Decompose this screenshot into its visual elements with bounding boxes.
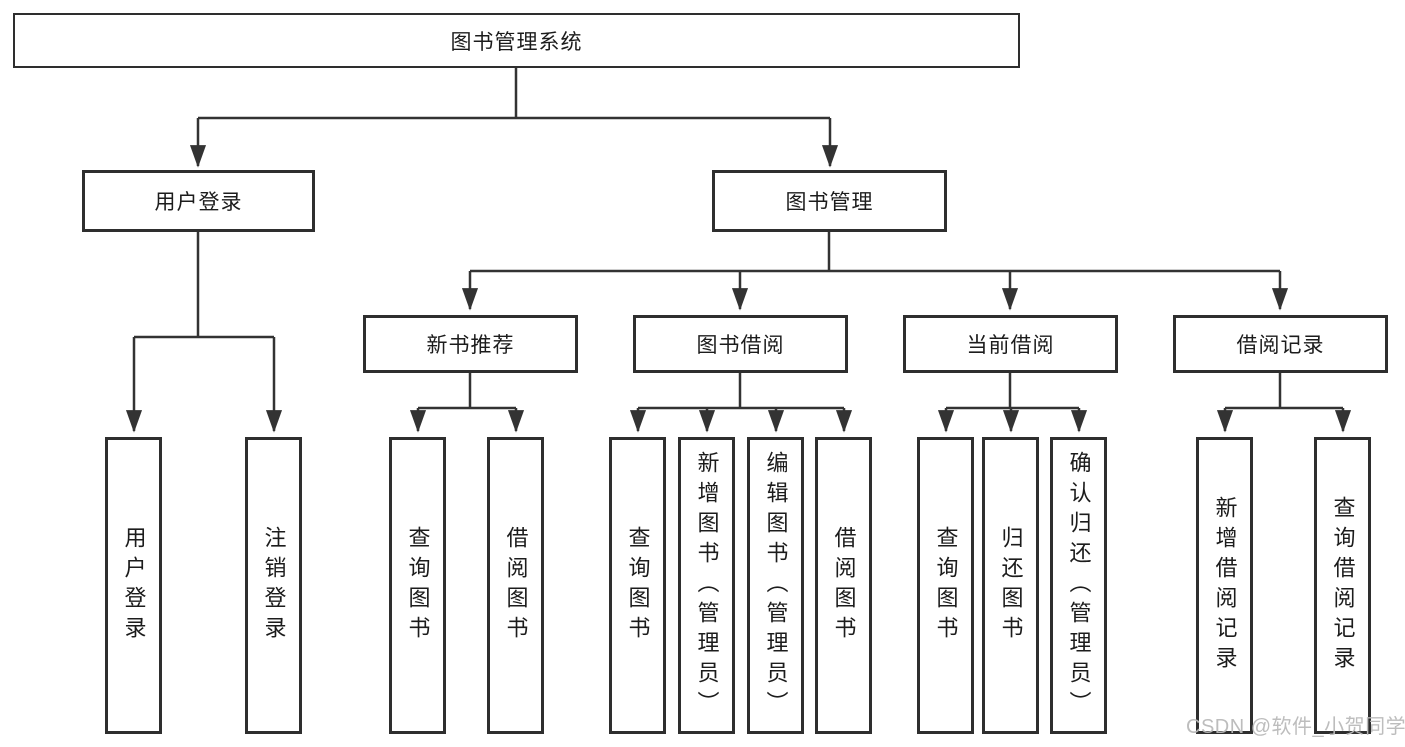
leaf-query-books-current: 查询图书	[917, 437, 974, 734]
leaf-logout-login: 注销登录	[245, 437, 302, 734]
node-root: 图书管理系统	[13, 13, 1020, 68]
node-label: 新书推荐	[426, 334, 515, 357]
leaf-label: 借阅图书	[831, 525, 857, 646]
leaf-label: 归还图书	[998, 525, 1024, 646]
leaf-label: 查询图书	[933, 525, 959, 646]
leaf-return-books: 归还图书	[982, 437, 1039, 734]
leaf-add-borrow-record: 新增借阅记录	[1196, 437, 1253, 734]
leaf-confirm-return-admin: 确认归还（管理员）	[1050, 437, 1107, 734]
leaf-label: 查询图书	[405, 525, 431, 646]
node-label: 图书管理系统	[450, 30, 583, 54]
leaf-label: 查询图书	[625, 525, 651, 646]
node-label: 图书管理	[785, 191, 874, 214]
leaf-query-books-borrow: 查询图书	[609, 437, 666, 734]
leaf-borrow-books-borrow: 借阅图书	[815, 437, 872, 734]
leaf-borrow-books-recommend: 借阅图书	[487, 437, 544, 734]
leaf-label: 新增图书（管理员）	[694, 450, 720, 721]
node-label: 当前借阅	[966, 334, 1055, 357]
leaf-label: 编辑图书（管理员）	[763, 450, 789, 721]
watermark: CSDN @软件_小贺同学	[1186, 716, 1405, 738]
leaf-query-borrow-record: 查询借阅记录	[1314, 437, 1371, 734]
leaf-label: 查询借阅记录	[1330, 495, 1356, 676]
leaf-label: 确认归还（管理员）	[1066, 450, 1092, 721]
node-new-book-recommendation: 新书推荐	[363, 315, 578, 373]
node-current-borrowing: 当前借阅	[903, 315, 1118, 373]
node-user-login: 用户登录	[82, 170, 315, 232]
leaf-user-login: 用户登录	[105, 437, 162, 734]
leaf-label: 注销登录	[261, 525, 287, 646]
node-borrowing-records: 借阅记录	[1173, 315, 1388, 373]
node-book-borrowing: 图书借阅	[633, 315, 848, 373]
node-label: 借阅记录	[1236, 334, 1325, 357]
node-label: 图书借阅	[696, 334, 785, 357]
leaf-query-books-recommend: 查询图书	[389, 437, 446, 734]
node-label: 用户登录	[154, 191, 243, 214]
leaf-label: 借阅图书	[503, 525, 529, 646]
leaf-add-books-admin: 新增图书（管理员）	[678, 437, 735, 734]
leaf-edit-books-admin: 编辑图书（管理员）	[747, 437, 804, 734]
node-book-management: 图书管理	[712, 170, 947, 232]
leaf-label: 新增借阅记录	[1212, 495, 1238, 676]
leaf-label: 用户登录	[121, 525, 147, 646]
